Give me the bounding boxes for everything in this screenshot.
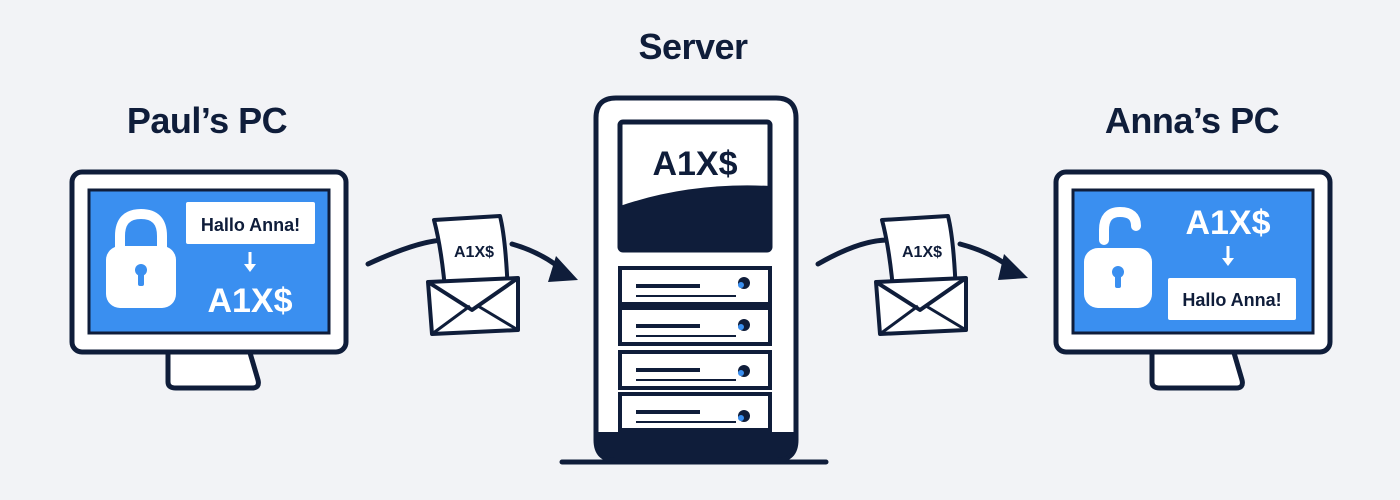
anna-message-box	[1168, 278, 1296, 320]
paul-pc-title: Paul’s PC	[126, 100, 288, 141]
left-arrowhead	[548, 256, 578, 282]
left-envelope-text: A1X$	[454, 244, 494, 261]
server-drives	[618, 266, 772, 432]
left-transfer-arrow	[365, 237, 449, 267]
right-transfer-arrow	[815, 237, 891, 267]
server: A1X$	[559, 95, 829, 465]
paul-message-box	[186, 202, 315, 244]
unlocked-padlock-icon	[1084, 206, 1152, 308]
right-envelope: A1X$	[874, 214, 968, 336]
paul-monitor-stand	[165, 343, 261, 391]
anna-monitor-stand	[1149, 343, 1245, 391]
anna-pc-title: Anna’s PC	[1104, 100, 1280, 141]
anna-message-text: Hallo Anna!	[1182, 290, 1281, 310]
right-envelope-text: A1X$	[902, 244, 942, 261]
right-transfer-arrow-head-line	[957, 241, 1011, 269]
locked-padlock-icon	[106, 208, 176, 308]
paul-pc: Hallo Anna! A1X$	[69, 169, 349, 391]
server-title: Server	[638, 26, 748, 67]
left-transfer-arrow-head-line	[509, 241, 563, 271]
paul-down-arrow-icon	[244, 252, 256, 272]
left-envelope: A1X$	[426, 214, 520, 336]
paul-ciphertext: A1X$	[207, 282, 292, 320]
anna-ciphertext: A1X$	[1185, 204, 1270, 242]
server-screen-text: A1X$	[652, 145, 737, 183]
anna-down-arrow-icon	[1222, 246, 1234, 266]
right-arrowhead	[998, 254, 1028, 280]
anna-pc: A1X$ Hallo Anna!	[1053, 169, 1333, 391]
paul-message-text: Hallo Anna!	[201, 215, 300, 235]
